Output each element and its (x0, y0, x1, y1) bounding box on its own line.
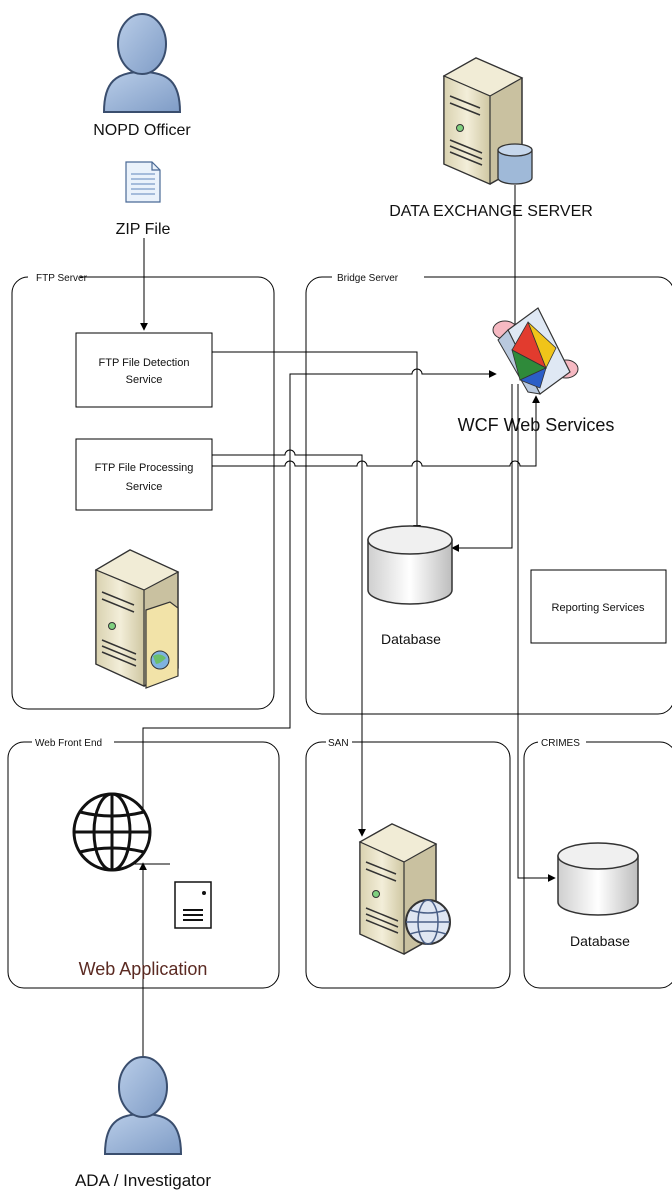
globe-icon (72, 792, 152, 872)
ftp-server-icon (94, 549, 180, 689)
zip-file-icon (125, 161, 161, 203)
ftp-detection-service-line2: Service (126, 374, 163, 386)
bridge-database-label: Database (381, 631, 441, 647)
crimes-group: CRIMES (523, 735, 672, 989)
san-group-label: SAN (328, 738, 349, 749)
officer-person-icon (102, 13, 182, 113)
zip-file-label: ZIP File (116, 221, 171, 238)
processing-to-san-arrow (212, 449, 366, 837)
ftp-processing-service-line1: FTP File Processing (95, 462, 194, 474)
ftp-processing-service-box: FTP File Processing Service (75, 438, 213, 511)
bridge-server-group-label: Bridge Server (337, 273, 399, 284)
wcf-to-crimes-db-arrow (517, 384, 556, 882)
ftp-detection-service-line1: FTP File Detection (99, 357, 190, 369)
investigator-label: ADA / Investigator (75, 1171, 211, 1190)
reporting-services-box: Reporting Services (530, 569, 667, 644)
data-exchange-server-icon (442, 57, 533, 185)
ftp-detection-service-box: FTP File Detection Service (75, 332, 213, 408)
ftp-server-group: FTP Server (11, 270, 275, 710)
web-to-wcf-arrow (142, 368, 497, 832)
san-server-icon (358, 823, 451, 955)
bridge-server-group: Bridge Server (305, 270, 672, 715)
bridge-database-icon (367, 525, 453, 605)
crimes-group-label: CRIMES (541, 738, 580, 749)
web-front-end-group-label: Web Front End (35, 738, 102, 749)
ftp-server-group-label: FTP Server (36, 273, 88, 284)
ftp-folder-icon (145, 601, 179, 689)
web-server-icon (174, 881, 212, 929)
san-group: SAN (305, 735, 511, 989)
crimes-database-label: Database (570, 933, 630, 949)
wcf-web-services-label: WCF Web Services (458, 415, 615, 435)
wcf-to-database-arrow (451, 384, 513, 552)
reporting-services-label: Reporting Services (552, 602, 645, 614)
crimes-database-icon (557, 842, 639, 916)
wcf-web-services-icon (492, 307, 579, 395)
officer-label: NOPD Officer (93, 122, 191, 139)
processing-to-wcf-arrow (212, 395, 540, 467)
investigator-person-icon (103, 1056, 183, 1155)
detection-to-database-arrow (212, 351, 421, 533)
data-exchange-server-label: DATA EXCHANGE SERVER (389, 203, 593, 220)
web-application-label: Web Application (79, 959, 208, 979)
connectors (120, 185, 556, 1064)
ftp-processing-service-line2: Service (126, 481, 163, 493)
